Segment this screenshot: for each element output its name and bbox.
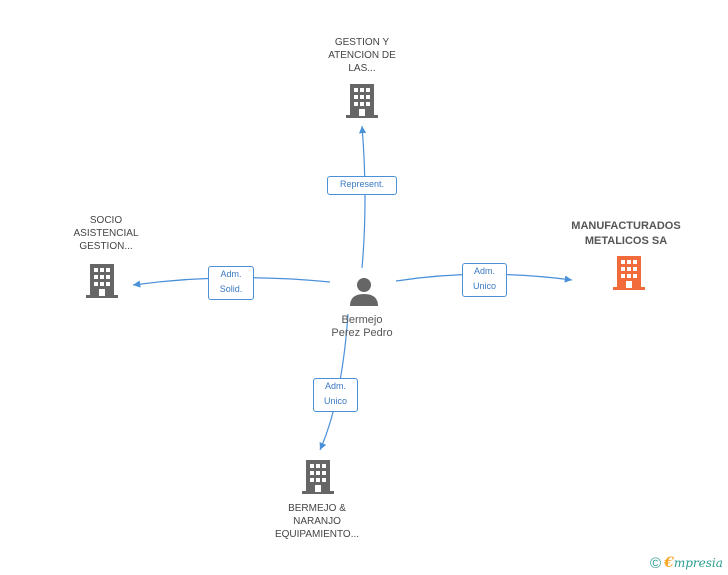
building-icon[interactable]: [613, 256, 645, 290]
edge-top: [358, 125, 367, 269]
company-label-right[interactable]: MANUFACTURADOS METALICOS SA: [571, 220, 681, 247]
relation-label-left[interactable]: Adm. Solid.: [208, 266, 254, 300]
company-label-left[interactable]: SOCIO ASISTENCIAL GESTION...: [73, 215, 139, 252]
building-icon[interactable]: [302, 460, 334, 494]
relation-label-top[interactable]: Represent.: [327, 176, 397, 195]
company-label-top[interactable]: GESTION Y ATENCION DE LAS...: [328, 37, 396, 74]
person-icon[interactable]: [348, 276, 380, 306]
brand-name: €mpresia: [664, 555, 723, 571]
copyright-icon: ©: [650, 554, 662, 572]
relation-label-right[interactable]: Adm. Unico: [462, 263, 507, 297]
person-name[interactable]: Bermejo Perez Pedro: [331, 314, 393, 339]
relation-label-bottom[interactable]: Adm. Unico: [313, 378, 358, 412]
brand-logo[interactable]: © €mpresia: [650, 554, 723, 572]
building-icon[interactable]: [346, 84, 378, 118]
company-label-bottom[interactable]: BERMEJO & NARANJO EQUIPAMIENTO...: [274, 503, 360, 540]
building-icon[interactable]: [86, 264, 118, 298]
